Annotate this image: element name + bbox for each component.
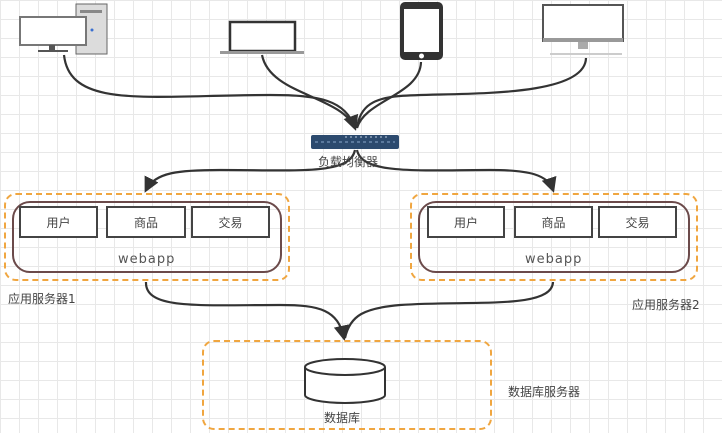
desktop-tower-icon xyxy=(19,3,108,55)
app-server-1-boundary xyxy=(4,193,290,281)
database-server-boundary xyxy=(202,340,492,430)
connector-app2-db xyxy=(343,281,555,339)
webapp-2-container xyxy=(418,201,690,273)
module-trade-2: 交易 xyxy=(598,206,677,238)
smartphone-icon xyxy=(400,2,443,60)
load-balancer-label: 负载均衡器 xyxy=(318,155,379,169)
webapp-1-container xyxy=(12,201,282,273)
database-server-label: 数据库服务器 xyxy=(508,385,581,399)
connector-lb-app2 xyxy=(355,149,557,193)
connector-laptop xyxy=(260,54,357,129)
load-balancer-icon xyxy=(311,135,399,149)
app-server-1-label: 应用服务器1 xyxy=(8,292,76,306)
module-user-1: 用户 xyxy=(19,206,98,238)
connector-monitor xyxy=(355,57,588,129)
module-user-2: 用户 xyxy=(427,206,505,238)
webapp-1-label: webapp xyxy=(118,252,176,267)
monitor-icon xyxy=(542,4,624,55)
module-trade-1: 交易 xyxy=(191,206,270,238)
webapp-2-label: webapp xyxy=(525,252,583,267)
connector-lb-app1 xyxy=(144,149,357,193)
database-label: 数据库 xyxy=(324,411,361,425)
database-icon xyxy=(304,358,386,404)
app-server-2-boundary xyxy=(410,193,698,281)
module-product-1: 商品 xyxy=(106,206,186,238)
module-product-2: 商品 xyxy=(514,206,593,238)
connector-app1-db xyxy=(144,281,349,342)
laptop-icon xyxy=(220,20,304,54)
app-server-2-label: 应用服务器2 xyxy=(632,298,700,312)
connector-desktop xyxy=(62,54,359,131)
